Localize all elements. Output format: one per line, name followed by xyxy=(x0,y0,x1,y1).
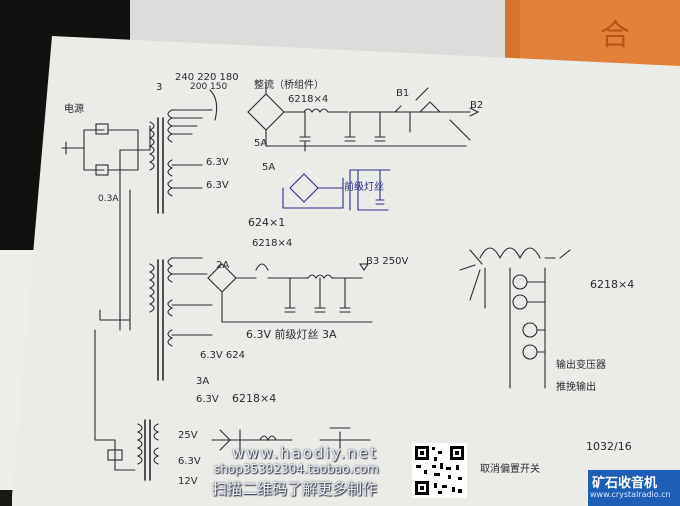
label-6.3v-3a: 6.3V 前级灯丝 3A xyxy=(246,328,337,341)
watermark-cta: 扫描二维码了解更多制作 xyxy=(212,480,378,498)
label-top-taps-2: 200 150 xyxy=(190,82,228,92)
label-tap-3: 3 xyxy=(156,82,163,93)
label-6.3v-d: 6.3V xyxy=(178,456,201,467)
label-6.3v-b: 6.3V xyxy=(206,180,229,191)
label-6218x4-mid: 6218×4 xyxy=(252,238,293,249)
label-b1: B1 xyxy=(396,88,410,99)
label-624x1: 624×1 xyxy=(248,216,286,229)
label-6218x4-low: 6218×4 xyxy=(232,392,277,405)
qr-code xyxy=(412,443,467,498)
label-3a: 3A xyxy=(196,376,210,387)
watermark-url: www.haodiy.net xyxy=(232,444,378,462)
label-12v: 12V xyxy=(178,476,198,487)
label-6.3v-624: 6.3V 624 xyxy=(200,350,246,361)
label-6218x4-top: 6218×4 xyxy=(288,94,329,105)
label-right-note-2: 推挽输出 xyxy=(556,382,596,393)
label-5a-top: 5A xyxy=(254,138,268,149)
label-2a: 2A xyxy=(216,260,230,271)
label-top-taps: 240 220 180 xyxy=(175,72,239,83)
label-fuse: 0.3A xyxy=(98,194,119,204)
qr-code-pattern xyxy=(415,446,464,495)
label-6.3v-a: 6.3V xyxy=(206,157,229,168)
site-logo xyxy=(588,470,680,506)
label-right-note-3: 取消偏置开关 xyxy=(480,464,540,475)
label-b3: B3 250V xyxy=(366,256,409,267)
label-rectifier: 整流（桥组件） xyxy=(254,80,324,91)
label-25v: 25V xyxy=(178,430,198,441)
label-mains: 电源 xyxy=(64,104,84,115)
watermark-shop: shop35392304.taobao.com xyxy=(214,462,379,476)
label-right-note-1: 输出变压器 xyxy=(556,360,606,371)
background-orange-card-top xyxy=(520,0,680,70)
label-5a-b: 5A xyxy=(262,162,276,173)
label-b2: B2 xyxy=(470,100,484,111)
site-logo-url: www.crystalradio.cn xyxy=(590,490,671,499)
label-6.3v-c: 6.3V xyxy=(196,394,219,405)
site-logo-title: 矿石收音机 xyxy=(592,476,658,491)
label-bottom-right: 1032/16 xyxy=(586,440,632,453)
label-6218x4-right: 6218×4 xyxy=(590,278,635,291)
label-preamp-heater: 前级灯丝 xyxy=(344,182,384,193)
